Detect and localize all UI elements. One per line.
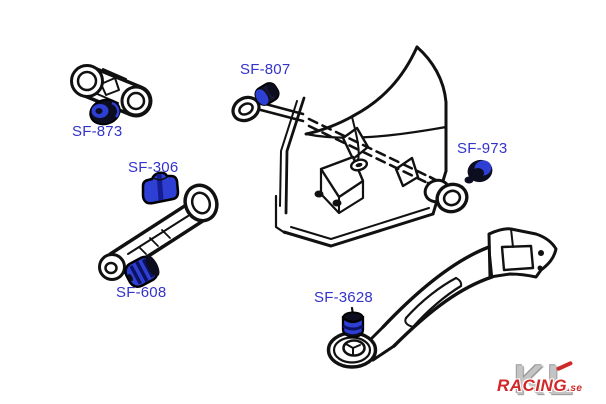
torque-arm-drawing	[326, 227, 558, 369]
part-label-sf-3628: SF-3628	[314, 289, 373, 306]
part-label-sf-306: SF-306	[128, 159, 179, 176]
sway-bar-drawing	[231, 95, 469, 214]
watermark-racing-text: RACING	[497, 376, 568, 395]
bushing-sf-306	[141, 171, 180, 205]
watermark-suffix: .se	[567, 383, 583, 394]
bushing-sf-973	[464, 159, 493, 184]
part-label-sf-608: SF-608	[116, 284, 167, 301]
part-label-sf-973: SF-973	[457, 140, 508, 157]
dogbone-mount-drawing	[70, 64, 153, 118]
crossmember-drawing	[274, 45, 448, 248]
bushing-sf-608	[124, 255, 160, 288]
control-arm-drawing	[98, 183, 219, 281]
part-label-sf-873: SF-873	[72, 123, 123, 140]
bushing-sf-3628	[341, 306, 365, 338]
watermark-racing: RACING.se	[497, 377, 582, 394]
part-label-sf-807: SF-807	[240, 61, 291, 78]
bushing-sf-873	[89, 98, 121, 126]
bushing-sf-807	[254, 82, 280, 106]
